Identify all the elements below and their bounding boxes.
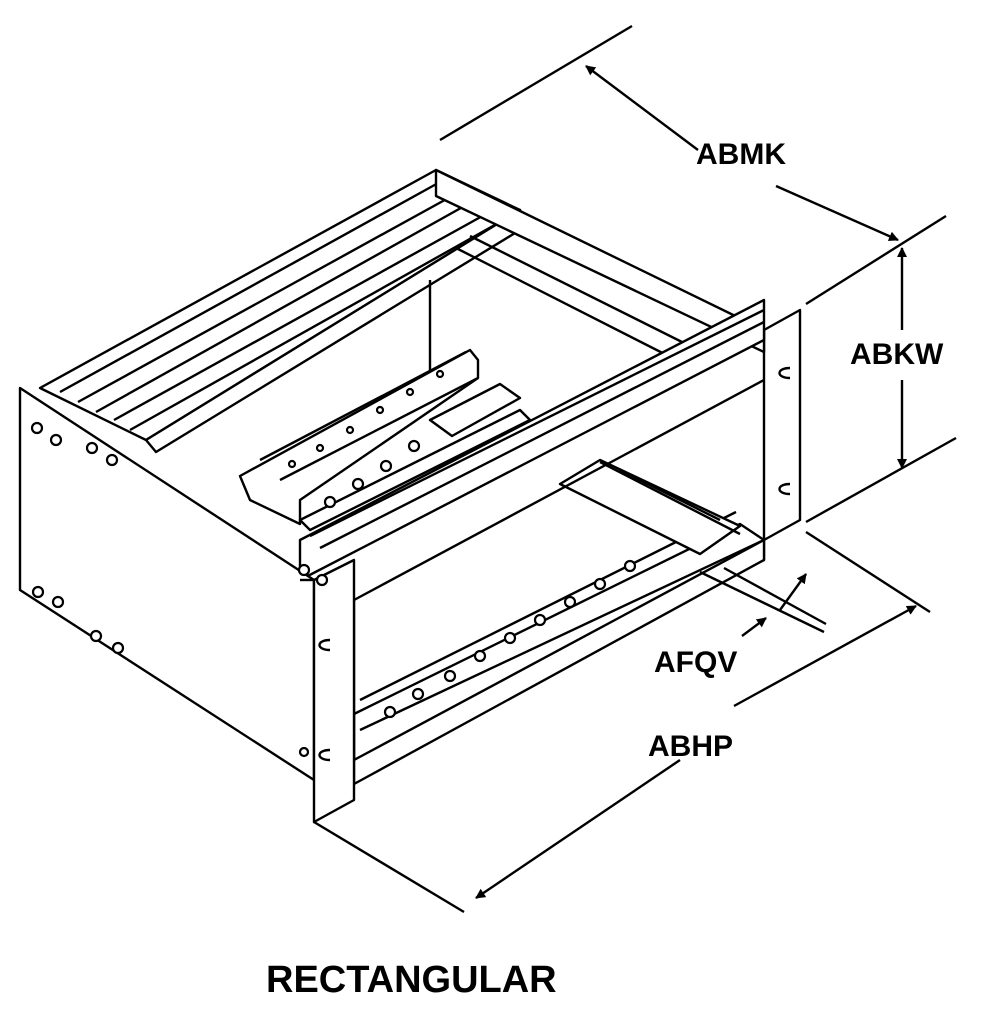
depth-label: ABMK xyxy=(696,138,786,171)
front-left-flange xyxy=(312,558,356,824)
height-label: ABKW xyxy=(850,338,944,371)
chassis-body xyxy=(18,168,802,824)
caption: RECTANGULAR xyxy=(266,959,557,1001)
offset-label: AFQV xyxy=(654,646,737,679)
upper-card-guide xyxy=(238,348,480,526)
offset-dimension-arrow xyxy=(779,573,807,611)
dimension-lines xyxy=(313,24,957,914)
dimension-labels: ABMK ABKW AFQV ABHP RECTANGULAR xyxy=(266,138,944,1001)
panel-screw-holes xyxy=(30,369,637,758)
bottom-card-guide xyxy=(352,522,766,762)
back-top-crossbar xyxy=(434,168,766,354)
left-side-panel xyxy=(18,386,316,782)
width-label: ABHP xyxy=(648,730,733,763)
depth-dimension-arrow xyxy=(585,65,699,151)
width-dimension-arrow xyxy=(733,604,917,708)
rear-right-flange xyxy=(762,308,802,542)
